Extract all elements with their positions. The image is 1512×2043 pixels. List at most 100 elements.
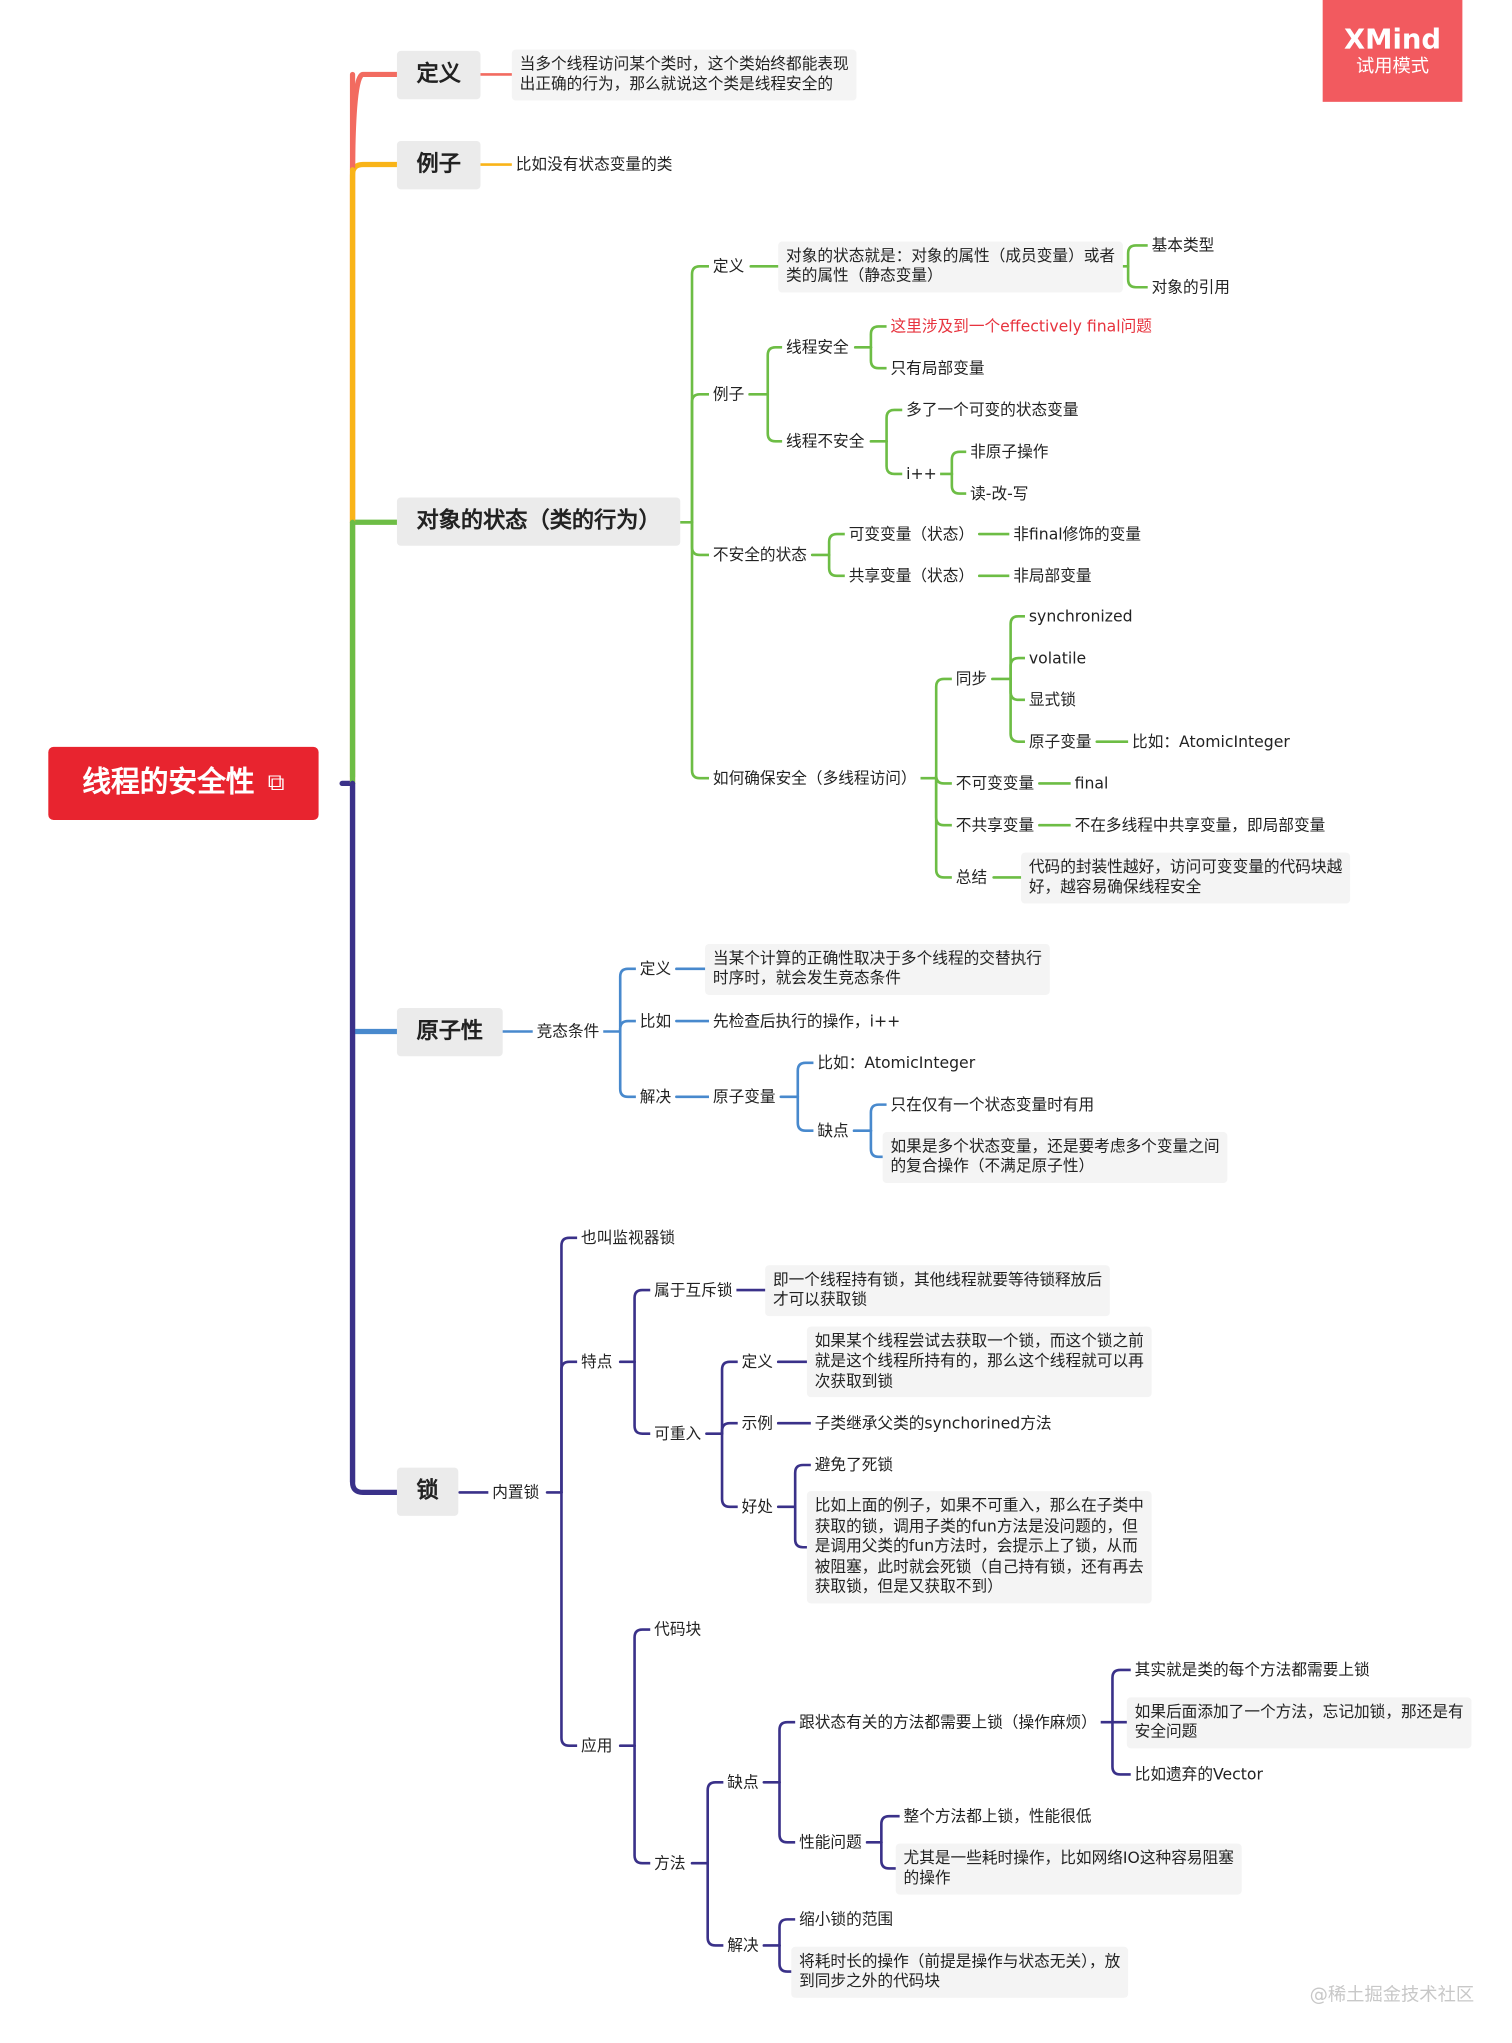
topic-s-sv[interactable]: 共享变量（状态） [844,566,978,586]
topic-a-eg[interactable]: 比如 [635,1011,676,1031]
topic-l-mutex[interactable]: 属于互斥锁 [650,1280,737,1300]
topic-s-ipp[interactable]: i++ [902,464,941,484]
root-topic[interactable]: 线程的安全性⧉ [48,746,319,820]
topic-s-explicit[interactable]: 显式锁 [1024,690,1080,710]
topic-s-local[interactable]: 只有局部变量 [886,358,989,379]
topic-s-final[interactable]: final [1070,773,1113,794]
topic-l-blk[interactable]: 代码块 [650,1619,706,1640]
topic-a-egd[interactable]: 先检查后执行的操作，i++ [708,1011,905,1031]
topic-s-ex[interactable]: 例子 [708,384,749,405]
topic-s-ref[interactable]: 对象的引用 [1147,277,1234,298]
topic-l-c1[interactable]: 跟状态有关的方法都需要上锁（操作麻烦） [795,1712,1101,1733]
topic-a-c2[interactable]: 如果是多个状态变量，还是要考虑多个变量之间的复合操作（不满足原子性） [882,1131,1228,1183]
connector [885,440,904,476]
topic-s-unsafe[interactable]: 线程不安全 [782,431,869,452]
topic-definition[interactable]: 定义 [396,50,481,100]
topic-s-us[interactable]: 不安全的状态 [708,545,811,565]
topic-l-app[interactable]: 应用 [577,1735,617,1756]
topic-s-nl[interactable]: 非局部变量 [1009,566,1096,586]
connector [885,408,904,443]
topic-s-noshare-d[interactable]: 不在多线程中共享变量，即局部变量 [1070,815,1330,835]
topic-l-re-ben[interactable]: 好处 [737,1496,777,1517]
topic-s-sync[interactable]: 同步 [951,669,992,689]
topic-s-volatile[interactable]: volatile [1024,648,1091,668]
topic-l-re-b2[interactable]: 比如上面的例子，如果不可重入，那么在子类中获取的锁，调用子类的fun方法是没问题… [806,1491,1152,1603]
topic-object-state[interactable]: 对象的状态（类的行为） [396,497,681,546]
topic-s-basic[interactable]: 基本类型 [1147,235,1219,256]
topic-a-defd[interactable]: 当某个计算的正确性取决于多个线程的交替执行时序时，就会发生竞态条件 [705,943,1050,995]
topic-a-sol[interactable]: 解决 [635,1086,676,1107]
connector [880,1841,901,1870]
topic-a-av[interactable]: 原子变量 [708,1086,780,1107]
topic-s-eff[interactable]: 这里涉及到一个effectively final问题 [886,316,1156,337]
topic-s-mv[interactable]: 可变变量（状态） [844,524,978,544]
topic-l-sol[interactable]: 解决 [723,1935,763,1956]
topic-s-how[interactable]: 如何确保安全（多线程访问） [708,768,921,788]
connector [618,967,638,1033]
topic-l-re-defd[interactable]: 如果某个线程尝试去获取一个锁，而这个锁之前就是这个线程所持有的，那么这个线程就可… [806,1325,1152,1398]
credit-text: @稀土掘金技术社区 [1309,1984,1475,2006]
topic-l-s2[interactable]: 将耗时长的操作（前提是操作与状态无关），放到同步之外的代码块 [791,1946,1129,1998]
topic-l-mutex-d[interactable]: 即一个线程持有锁，其他线程就要等待锁释放后才可以获取锁 [765,1264,1110,1316]
topic-l-re-def[interactable]: 定义 [737,1352,777,1372]
connector [1111,1720,1133,1776]
connector [827,553,847,578]
topic-definition-text[interactable]: 当多个线程访问某个类时，这个类始终都能表现出正确的行为，那么就说这个类是线程安全… [511,48,857,100]
connector [633,1628,652,1748]
topic-l-c1b[interactable]: 如果后面添加了一个方法，忘记加锁，那还是有安全问题 [1126,1696,1472,1748]
topic-s-mut[interactable]: 多了一个可变的状态变量 [902,400,1083,420]
topic-atomicity[interactable]: 原子性 [396,1008,503,1057]
connector [869,1129,888,1159]
topic-l-c1a[interactable]: 其实就是类的每个方法都需要上锁 [1130,1660,1374,1680]
topic-s-synchronized[interactable]: synchronized [1024,606,1137,627]
connector [633,1744,652,1865]
topic-l-re-ex[interactable]: 示例 [737,1413,777,1434]
topic-s-safe[interactable]: 线程安全 [782,337,853,358]
topic-s-nf[interactable]: 非final修饰的变量 [1009,524,1145,544]
topic-l-mon[interactable]: 也叫监视器锁 [577,1228,679,1248]
topic-l-re[interactable]: 可重入 [650,1423,706,1444]
topic-l-feat[interactable]: 特点 [577,1352,617,1372]
connector [560,1236,579,1494]
watermark-brand: XMind [1344,23,1442,55]
topic-s-immut[interactable]: 不可变变量 [951,773,1039,794]
topic-s-defd[interactable]: 对象的状态就是：对象的属性（成员变量）或者类的属性（静态变量） [778,240,1123,292]
topic-s-atomic[interactable]: 原子变量 [1024,731,1096,752]
watermark-mode: 试用模式 [1355,56,1430,78]
connector [1126,265,1150,289]
topic-a-rc[interactable]: 竞态条件 [532,1021,604,1042]
topic-l-meth[interactable]: 方法 [650,1853,690,1874]
topic-a-cons[interactable]: 缺点 [813,1120,853,1141]
topic-l-re-exd[interactable]: 子类继承父类的synchorined方法 [810,1413,1056,1434]
topic-s-atomic-eg[interactable]: 比如：AtomicInteger [1128,731,1294,752]
topic-a-c1[interactable]: 只在仅有一个状态变量时有用 [886,1094,1099,1115]
topic-a-av-eg[interactable]: 比如：AtomicInteger [813,1053,980,1073]
topic-a-def[interactable]: 定义 [635,959,676,979]
topic-l-s1[interactable]: 缩小锁的范围 [795,1909,898,1930]
topic-s-noshare[interactable]: 不共享变量 [951,815,1039,835]
topic-l-cons[interactable]: 缺点 [723,1772,763,1793]
topic-example[interactable]: 例子 [396,141,481,190]
connector [349,161,400,525]
topic-s-sum-d[interactable]: 代码的封装性越好，访问可变变量的代码块越好，越容易确保线程安全 [1021,851,1351,903]
connector [349,71,400,787]
topic-l-c2b[interactable]: 尤其是一些耗时操作，比如网络IO这种容易阻塞的操作 [895,1842,1242,1894]
topic-s-sum[interactable]: 总结 [951,867,992,888]
topic-l-re-b1[interactable]: 避免了死锁 [810,1455,898,1475]
topic-example-text[interactable]: 比如没有状态变量的类 [511,154,677,175]
topic-lock[interactable]: 锁 [396,1467,459,1516]
connector [1009,677,1027,702]
topic-l-c1c[interactable]: 比如遗弃的Vector [1130,1764,1267,1785]
connector [778,1918,797,1947]
connector [793,1505,813,1549]
topic-l-c2[interactable]: 性能问题 [795,1832,866,1853]
connector [778,1720,797,1784]
topic-l-c2a[interactable]: 整个方法都上锁，性能很低 [899,1806,1096,1827]
topic-s-rmw[interactable]: 读-改-写 [966,483,1033,504]
topic-s-def[interactable]: 定义 [708,256,749,277]
connector [690,265,711,524]
topic-l-in[interactable]: 内置锁 [488,1482,544,1503]
connector [796,1061,815,1099]
topic-s-nonatomic[interactable]: 非原子操作 [966,441,1053,462]
